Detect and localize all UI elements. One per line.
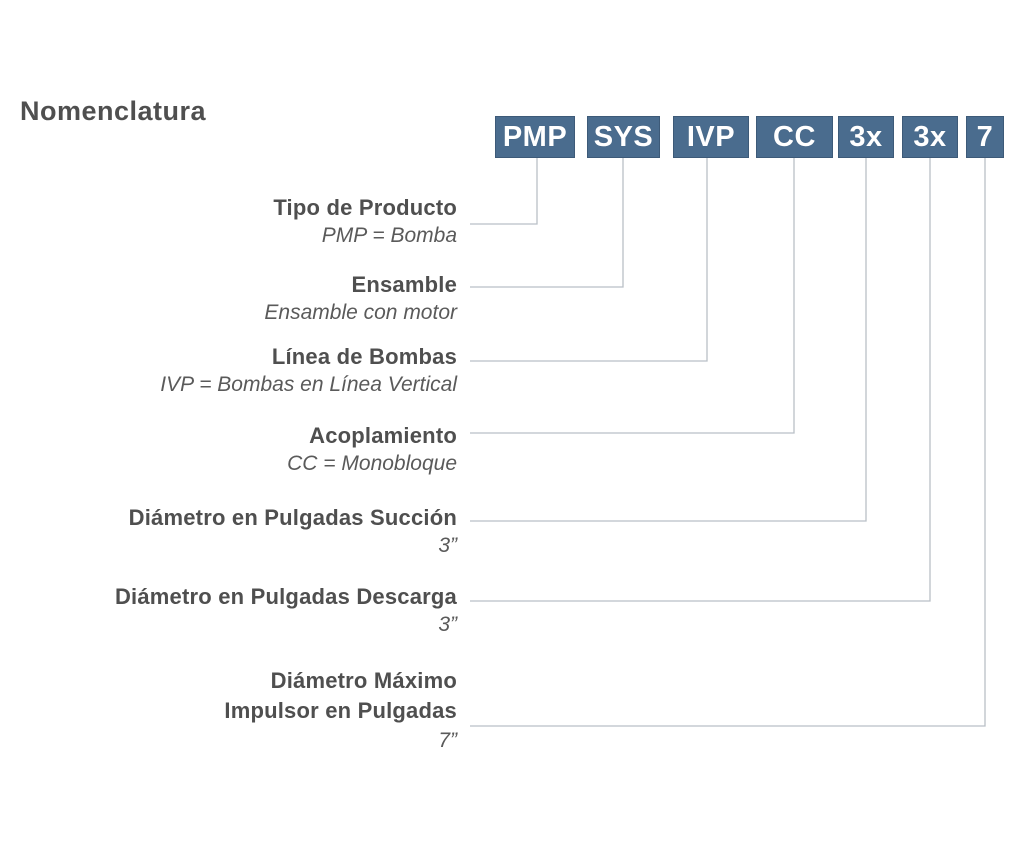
connector-line-ensamble (470, 158, 624, 288)
legend-row-diametro-succion: Diámetro en Pulgadas Succión 3” (129, 504, 457, 560)
legend-detail: CC = Monobloque (287, 452, 457, 475)
code-segment-suction-size: 3x (838, 116, 894, 158)
connector-line-tipo (470, 158, 538, 225)
connector-line-linea (470, 158, 708, 362)
legend-detail: PMP = Bomba (321, 224, 457, 247)
code-segment-impeller-size: 7 (966, 116, 1004, 158)
legend-detail: Ensamble con motor (264, 301, 457, 324)
connector-line-succion (470, 158, 867, 522)
legend-row-ensamble: Ensamble Ensamble con motor (264, 271, 457, 327)
legend-label: Diámetro Máximo (270, 668, 457, 693)
legend-label-line2: Impulsor en Pulgadas (224, 698, 457, 723)
legend-label: Línea de Bombas (271, 344, 457, 369)
legend-label: Tipo de Producto (273, 195, 457, 220)
legend-detail: 3” (438, 534, 457, 557)
legend-row-linea-de-bombas: Línea de Bombas IVP = Bombas en Línea Ve… (160, 343, 457, 399)
code-segment-sys: SYS (587, 116, 660, 158)
code-segment-pmp: PMP (495, 116, 575, 158)
legend-row-tipo-de-producto: Tipo de Producto PMP = Bomba (273, 194, 457, 250)
code-segment-ivp: IVP (673, 116, 749, 158)
legend-detail: IVP = Bombas en Línea Vertical (160, 373, 457, 396)
legend-label: Ensamble (351, 272, 457, 297)
code-segment-cc: CC (756, 116, 833, 158)
page-title: Nomenclatura (20, 96, 207, 126)
connector-line-descarga (470, 158, 931, 602)
legend-row-diametro-descarga: Diámetro en Pulgadas Descarga 3” (115, 583, 457, 639)
legend-row-acoplamiento: Acoplamiento CC = Monobloque (287, 422, 457, 478)
connector-line-impulsor (470, 158, 986, 727)
connector-line-acoplamiento (470, 158, 795, 434)
code-segment-discharge-size: 3x (902, 116, 958, 158)
legend-detail: 7” (438, 729, 457, 752)
legend-label: Diámetro en Pulgadas Succión (128, 505, 457, 530)
legend-detail: 3” (438, 613, 457, 636)
legend-row-diametro-maximo-impulsor: Diámetro Máximo Impulsor en Pulgadas 7” (224, 666, 457, 756)
legend-label: Diámetro en Pulgadas Descarga (114, 584, 457, 609)
legend-label: Acoplamiento (309, 423, 457, 448)
